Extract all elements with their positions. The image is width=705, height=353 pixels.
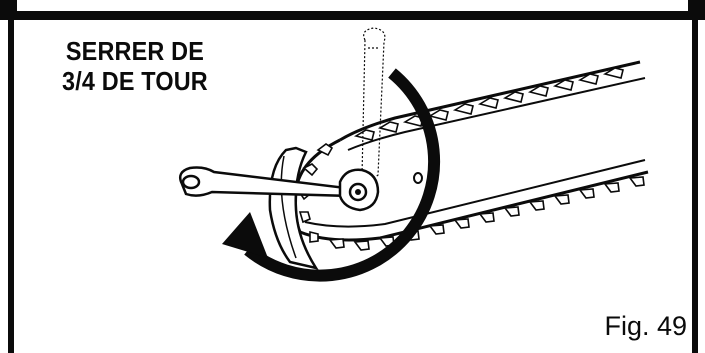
guide-bar-icon bbox=[296, 62, 649, 240]
wrench-ghost-outline bbox=[362, 28, 385, 179]
rotation-arrow-icon bbox=[222, 73, 434, 276]
saw-chain-icon bbox=[298, 68, 644, 250]
instruction-line-2: 3/4 DE TOUR bbox=[62, 66, 208, 96]
instruction-text: SERRER DE 3/4 DE TOUR bbox=[62, 36, 208, 96]
figure-label: Fig. 49 bbox=[604, 311, 687, 341]
bar-nut-icon bbox=[350, 184, 366, 200]
instruction-line-1: SERRER DE bbox=[62, 36, 208, 66]
